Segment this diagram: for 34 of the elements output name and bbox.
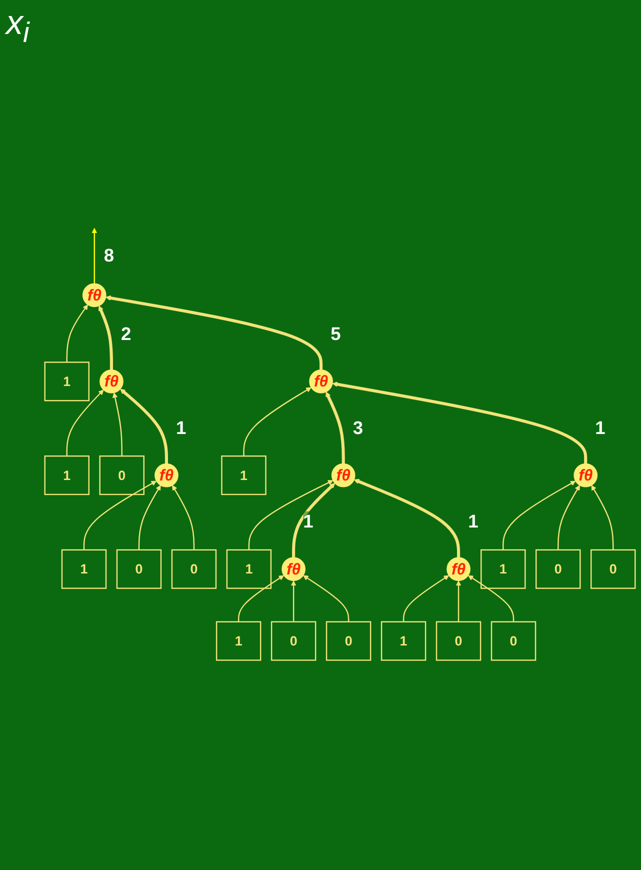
bit-box: 1 [221,455,266,496]
edge-label: 5 [330,324,341,346]
edge-label: 3 [352,417,364,440]
function-node: fθ [331,463,356,488]
bit-box: 0 [436,621,482,661]
function-node: fθ [574,463,598,488]
bit-box: 1 [480,549,526,589]
variable-label: x$_{i}$ [6,4,30,50]
bit-box: 0 [99,455,144,496]
bit-box: 1 [44,455,90,496]
function-node: fθ [309,370,333,394]
edge-label: 1 [176,417,186,440]
bit-box: 1 [380,621,426,661]
bit-box: 1 [61,549,107,589]
bit-box: 0 [536,549,581,589]
function-node: fθ [282,557,306,582]
bit-box: 0 [490,621,536,661]
bit-box: 0 [171,549,217,589]
edge-label: 1 [595,417,606,440]
bit-box: 0 [116,549,162,589]
bit-box: 1 [226,549,272,589]
edge-label: 8 [104,244,114,267]
function-node: fθ [154,463,178,488]
function-node: fθ [446,557,470,582]
bit-box: 1 [216,621,262,661]
edge-label: 2 [121,324,132,346]
bit-box: 0 [326,621,372,661]
function-node: fθ [100,370,124,394]
function-node: fθ [82,283,106,308]
edge-label: 1 [303,511,314,534]
bit-box: 1 [44,362,90,402]
bit-box: 0 [590,549,636,589]
edge-label: 1 [468,511,478,534]
bit-box: 0 [270,621,316,661]
